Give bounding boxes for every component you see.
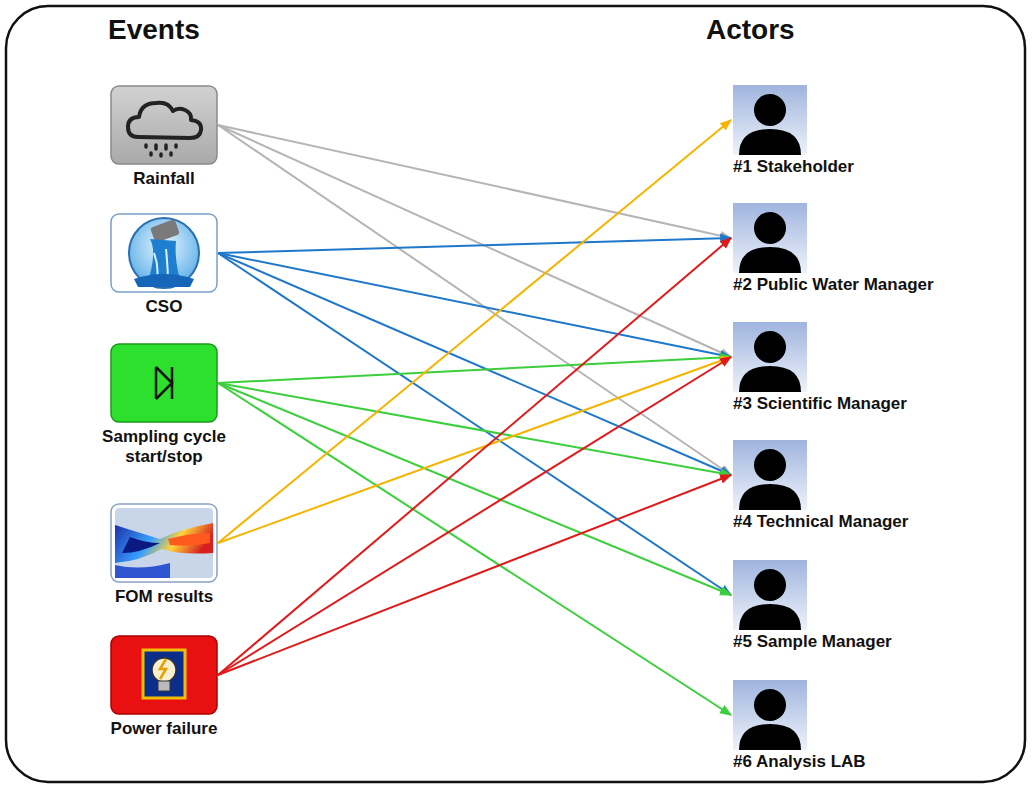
event-label: Rainfall <box>89 169 239 189</box>
event-icon <box>110 635 218 715</box>
event-icon <box>110 503 218 583</box>
sampling-event: Sampling cycle start/stop <box>89 343 239 466</box>
event-arrow <box>218 383 731 595</box>
actor-label: #2 Public Water Manager <box>733 275 1018 295</box>
actor-icon <box>733 203 807 273</box>
event-arrow <box>218 253 731 475</box>
event-arrow <box>218 120 731 543</box>
actor-icon <box>733 322 807 392</box>
event-label: FOM results <box>89 587 239 607</box>
power-failure-event: Power failure <box>89 635 239 739</box>
actor-icon <box>733 440 807 510</box>
event-arrow <box>218 125 731 475</box>
event-label: CSO <box>89 297 239 317</box>
event-arrow <box>218 357 731 383</box>
actor-label: #6 Analysis LAB <box>733 752 1018 772</box>
event-icon <box>110 343 218 423</box>
event-icon <box>110 85 218 165</box>
actor-label: #4 Technical Manager <box>733 512 1018 532</box>
actor-label: #5 Sample Manager <box>733 632 1018 652</box>
column-heading: Events <box>108 14 200 46</box>
actor-icon <box>733 560 807 630</box>
event-arrow <box>218 383 731 475</box>
event-arrow <box>218 475 731 675</box>
event-arrow <box>218 238 731 675</box>
actor: #5 Sample Manager <box>733 560 1018 652</box>
event-arrow <box>218 238 731 253</box>
event-label: Power failure <box>89 719 239 739</box>
actor-label: #1 Stakeholder <box>733 157 1018 177</box>
actor-icon <box>733 680 807 750</box>
rainfall-event: Rainfall <box>89 85 239 189</box>
column-heading: Actors <box>706 14 795 46</box>
event-icon <box>110 213 218 293</box>
actor: #2 Public Water Manager <box>733 203 1018 295</box>
event-arrow <box>218 125 731 238</box>
event-arrow <box>218 357 731 675</box>
event-arrow <box>218 383 731 715</box>
actor: #3 Scientific Manager <box>733 322 1018 414</box>
actor-label: #3 Scientific Manager <box>733 394 1018 414</box>
actor: #1 Stakeholder <box>733 85 1018 177</box>
actor: #6 Analysis LAB <box>733 680 1018 772</box>
cso-event: CSO <box>89 213 239 317</box>
fom-event: FOM results <box>89 503 239 607</box>
actor: #4 Technical Manager <box>733 440 1018 532</box>
event-label: Sampling cycle start/stop <box>89 427 239 466</box>
event-arrow <box>218 125 731 357</box>
actor-icon <box>733 85 807 155</box>
